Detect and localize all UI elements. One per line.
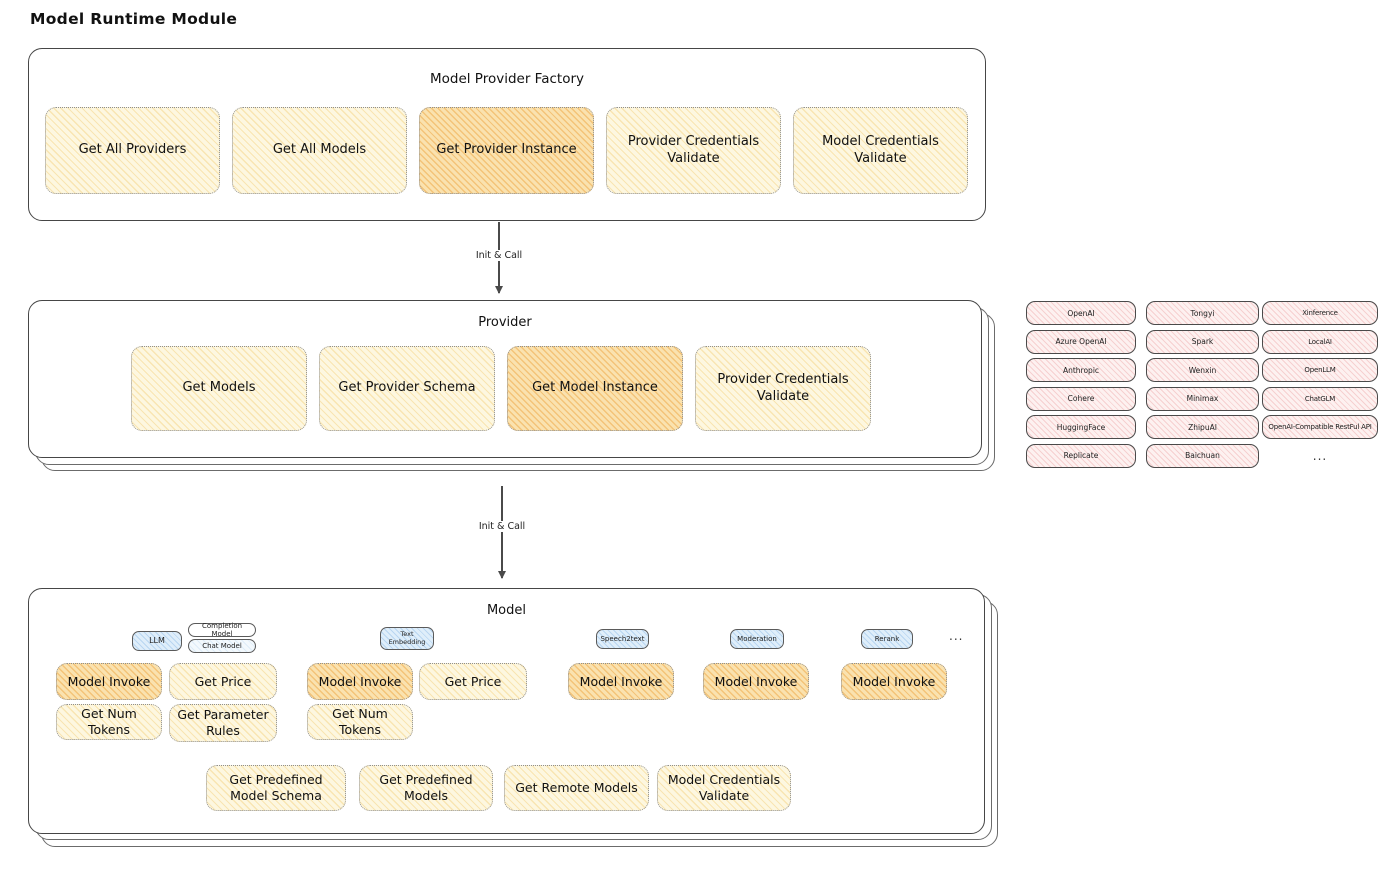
model-type-chat-model: Chat Model bbox=[188, 639, 256, 653]
provider-minimax: Minimax bbox=[1146, 386, 1259, 411]
provider-node-get-provider-schema: Get Provider Schema bbox=[319, 346, 495, 431]
model-type-speech2text: Speech2text bbox=[596, 629, 649, 649]
model-node-get-predefined-models-11: Get Predefined Models bbox=[359, 765, 493, 811]
provider-spark: Spark bbox=[1146, 329, 1259, 354]
provider-openai: OpenAI bbox=[1026, 301, 1136, 325]
factory-node-get-all-providers: Get All Providers bbox=[45, 107, 220, 194]
factory-title: Model Provider Factory bbox=[429, 71, 584, 87]
model-type-llm: LLM bbox=[132, 631, 182, 651]
provider-zhipuai: ZhipuAI bbox=[1146, 415, 1259, 440]
model-node-get-parameter-rules-3: Get Parameter Rules bbox=[169, 704, 277, 742]
model-type-rerank: Rerank bbox=[861, 629, 913, 649]
provider-xinference: Xinference bbox=[1262, 301, 1378, 325]
model-title: Model bbox=[486, 603, 527, 618]
provider-node-provider-credentials-validate: Provider Credentials Validate bbox=[695, 346, 871, 431]
provider-huggingface: HuggingFace bbox=[1026, 415, 1136, 440]
provider-wenxin: Wenxin bbox=[1146, 358, 1259, 383]
model-node-model-credentials-validate-13: Model Credentials Validate bbox=[657, 765, 791, 811]
model-node-model-invoke-8: Model Invoke bbox=[703, 663, 809, 700]
provider-localai: LocalAI bbox=[1262, 329, 1378, 354]
provider-tongyi: Tongyi bbox=[1146, 301, 1259, 325]
provider-azure-openai: Azure OpenAI bbox=[1026, 329, 1136, 354]
model-node-model-invoke-4: Model Invoke bbox=[307, 663, 413, 700]
page-title: Model Runtime Module bbox=[30, 10, 238, 28]
provider-anthropic: Anthropic bbox=[1026, 358, 1136, 383]
model-type-text-embedding: Text Embedding bbox=[380, 627, 434, 650]
model-type-completion-model: Completion Model bbox=[188, 622, 256, 638]
provider-baichuan: Baichuan bbox=[1146, 443, 1259, 468]
provider-openllm: OpenLLM bbox=[1262, 358, 1378, 383]
model-node-model-invoke-9: Model Invoke bbox=[841, 663, 947, 700]
model-node-get-predefined-model-schema-10: Get Predefined Model Schema bbox=[206, 765, 346, 811]
provider-openai-compatible-restful-api: OpenAI-Compatible RestFul API bbox=[1262, 415, 1378, 440]
provider-node-get-model-instance: Get Model Instance bbox=[507, 346, 683, 431]
provider-title: Provider bbox=[478, 315, 532, 330]
provider-list-more: ... bbox=[1312, 448, 1328, 463]
factory-node-get-provider-instance: Get Provider Instance bbox=[419, 107, 594, 194]
model-node-model-invoke-0: Model Invoke bbox=[56, 663, 162, 700]
provider-cohere: Cohere bbox=[1026, 386, 1136, 411]
factory-box: Model Provider Factory Get All Providers… bbox=[28, 48, 986, 221]
provider-node-get-models: Get Models bbox=[131, 346, 307, 431]
arrow-label-init-call-2: Init & Call bbox=[473, 521, 531, 532]
arrow-label-init-call-1: Init & Call bbox=[470, 250, 528, 261]
model-node-get-price-1: Get Price bbox=[169, 663, 277, 700]
model-node-get-remote-models-12: Get Remote Models bbox=[504, 765, 649, 811]
arrow-provider-to-model bbox=[501, 486, 503, 578]
model-node-get-num-tokens-6: Get Num Tokens bbox=[307, 704, 413, 740]
factory-node-model-credentials-validate: Model Credentials Validate bbox=[793, 107, 968, 194]
model-node-model-invoke-7: Model Invoke bbox=[568, 663, 674, 700]
provider-replicate: Replicate bbox=[1026, 443, 1136, 468]
model-type-moderation: Moderation bbox=[730, 629, 784, 649]
factory-node-provider-credentials-validate: Provider Credentials Validate bbox=[606, 107, 781, 194]
factory-node-get-all-models: Get All Models bbox=[232, 107, 407, 194]
model-tabs-more: ... bbox=[949, 629, 964, 643]
provider-chatglm: ChatGLM bbox=[1262, 386, 1378, 411]
model-node-get-price-5: Get Price bbox=[419, 663, 527, 700]
model-node-get-num-tokens-2: Get Num Tokens bbox=[56, 704, 162, 740]
